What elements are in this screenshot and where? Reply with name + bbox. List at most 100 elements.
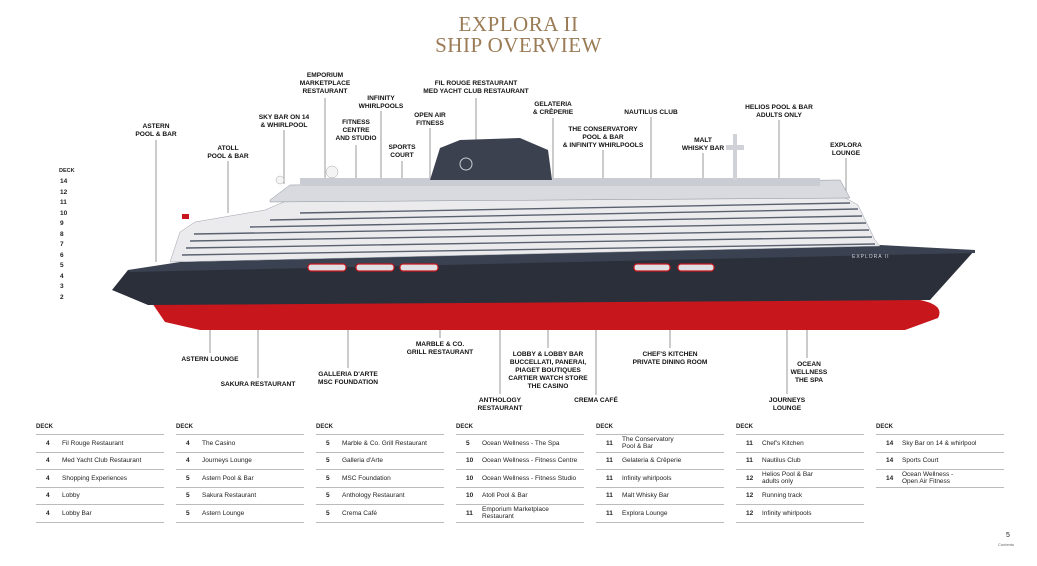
deck-number: 10 <box>60 209 68 217</box>
deck-table-venue: Emporium Marketplace Restaurant <box>482 506 549 521</box>
page-sub-label: Contents <box>998 542 1015 547</box>
deck-table-row: 12 Running track <box>736 488 864 505</box>
deck-table-row: 5 Astern Pool & Bar <box>176 470 304 488</box>
deck-table-deck-number: 11 <box>746 439 753 447</box>
deck-number: 2 <box>60 293 64 301</box>
deck-table-deck-number: 5 <box>186 492 190 500</box>
deck-table-venue: Journeys Lounge <box>202 457 252 465</box>
deck-table-venue: Astern Lounge <box>202 509 245 517</box>
deck-number: 6 <box>60 251 64 259</box>
deck-table-row: 14 Sky Bar on 14 & whirlpool <box>876 435 1004 453</box>
deck-table-deck-number: 11 <box>466 509 473 517</box>
deck-table-deck-number: 11 <box>606 474 613 482</box>
label-nautilus-club: NAUTILUS CLUB <box>624 109 678 116</box>
deck-table-row: 4 Lobby <box>36 488 164 505</box>
radome-2 <box>275 175 285 185</box>
label-sports-court: SPORTS COURT <box>388 144 416 159</box>
deck-table-header: DECK <box>596 424 724 435</box>
label-conservatory: THE CONSERVATORY POOL & BAR & INFINITY W… <box>562 126 644 149</box>
deck-number: 12 <box>60 189 68 196</box>
deck-table-header: DECK <box>736 424 864 435</box>
deck-table-venue: Ocean Wellness - The Spa <box>482 439 560 447</box>
deck-table-row: 10 Ocean Wellness - Fitness Studio <box>456 470 584 488</box>
funnel-logo <box>459 157 473 171</box>
deck-table-row: 10 Ocean Wellness - Fitness Centre <box>456 453 584 470</box>
deck-table-venue: Running track <box>762 492 803 500</box>
deck-table-deck-number: 14 <box>886 439 894 447</box>
label-chefs-kitchen: CHEF'S KITCHEN PRIVATE DINING ROOM <box>632 351 708 366</box>
label-atoll: ATOLL POOL & BAR <box>207 145 249 160</box>
deck-table-venue: Helios Pool & Bar adults only <box>762 471 813 486</box>
deck-table-venue: Lobby <box>62 492 80 500</box>
deck-table-deck-number: 4 <box>46 439 50 447</box>
deck-table-deck-number: 11 <box>746 457 753 465</box>
deck-table-venue: Galleria d'Arte <box>342 457 383 465</box>
page-number: 5 <box>1006 532 1010 539</box>
deck-table-venue: The Conservatory Pool & Bar <box>622 436 674 451</box>
deck-number: 14 <box>60 178 68 185</box>
deck-table-deck-number: 5 <box>326 474 330 482</box>
mast <box>733 134 737 180</box>
deck-table-venue: Malt Whisky Bar <box>622 492 669 500</box>
deck-number: 4 <box>60 272 64 280</box>
deck-table-deck-number: 10 <box>466 457 474 465</box>
deck-table-deck-number: 10 <box>466 474 474 482</box>
label-helios: HELIOS POOL & BAR ADULTS ONLY <box>745 104 813 119</box>
mast-top <box>726 145 744 150</box>
deck-number: 3 <box>60 283 64 290</box>
label-sakura: SAKURA RESTAURANT <box>220 381 296 388</box>
label-journeys-lounge: JOURNEYS LOUNGE <box>768 397 806 412</box>
deck-table-row: 11 Explora Lounge <box>596 505 724 523</box>
deck-table-venue: Astern Pool & Bar <box>202 474 254 482</box>
label-infinity-whirlpools: INFINITY WHIRLPOOLS <box>358 95 404 110</box>
deck-table-venue: Shopping Experiences <box>62 474 128 482</box>
deck-table-deck-number: 12 <box>746 492 754 500</box>
deck-table-deck-number: 14 <box>886 474 894 482</box>
deck-table-venue: Ocean Wellness - Open Air Fitness <box>902 471 954 486</box>
label-galleria: GALLERIA D'ARTE MSC FOUNDATION <box>318 371 378 386</box>
deck-table-venue: The Casino <box>202 439 236 447</box>
deck-table-deck-number: 4 <box>46 474 50 482</box>
deck-table-header: DECK <box>316 424 444 435</box>
deck-table-deck-number: 5 <box>186 474 190 482</box>
deck-table-venue: Explora Lounge <box>622 509 668 517</box>
label-fitness: FITNESS CENTRE AND STUDIO <box>335 119 377 142</box>
hull-ship-name: EXPLORA II <box>852 254 890 260</box>
deck-table-venue: Crema Café <box>342 509 378 517</box>
deck-table-deck-number: 11 <box>606 509 613 517</box>
label-astern-lounge: ASTERN LOUNGE <box>181 356 239 363</box>
deck-table-venue: Infinity whirlpools <box>762 509 812 517</box>
lifeboats <box>307 263 715 272</box>
deck-table-deck-number: 4 <box>46 492 50 500</box>
deck-table-venue: Marble & Co. Grill Restaurant <box>342 439 427 447</box>
label-emporium: EMPORIUM MARKETPLACE RESTAURANT <box>299 72 351 95</box>
label-malt-whisky-bar: MALT WHISKY BAR <box>681 137 725 152</box>
deck-table-venue: Sports Court <box>902 457 939 465</box>
deck-number: 11 <box>60 199 67 206</box>
deck-table-venue: Sky Bar on 14 & whirlpool <box>902 439 977 447</box>
deck-table-venue: Ocean Wellness - Fitness Centre <box>482 457 578 465</box>
deck-table-deck-number: 4 <box>46 457 50 465</box>
label-explora-lounge: EXPLORA LOUNGE <box>830 142 862 157</box>
deck-table-venue: Ocean Wellness - Fitness Studio <box>482 474 577 482</box>
deck-table-deck-number: 5 <box>326 492 330 500</box>
deck-table-venue: Nautilus Club <box>762 457 801 465</box>
deck-table-deck-number: 11 <box>606 439 613 447</box>
